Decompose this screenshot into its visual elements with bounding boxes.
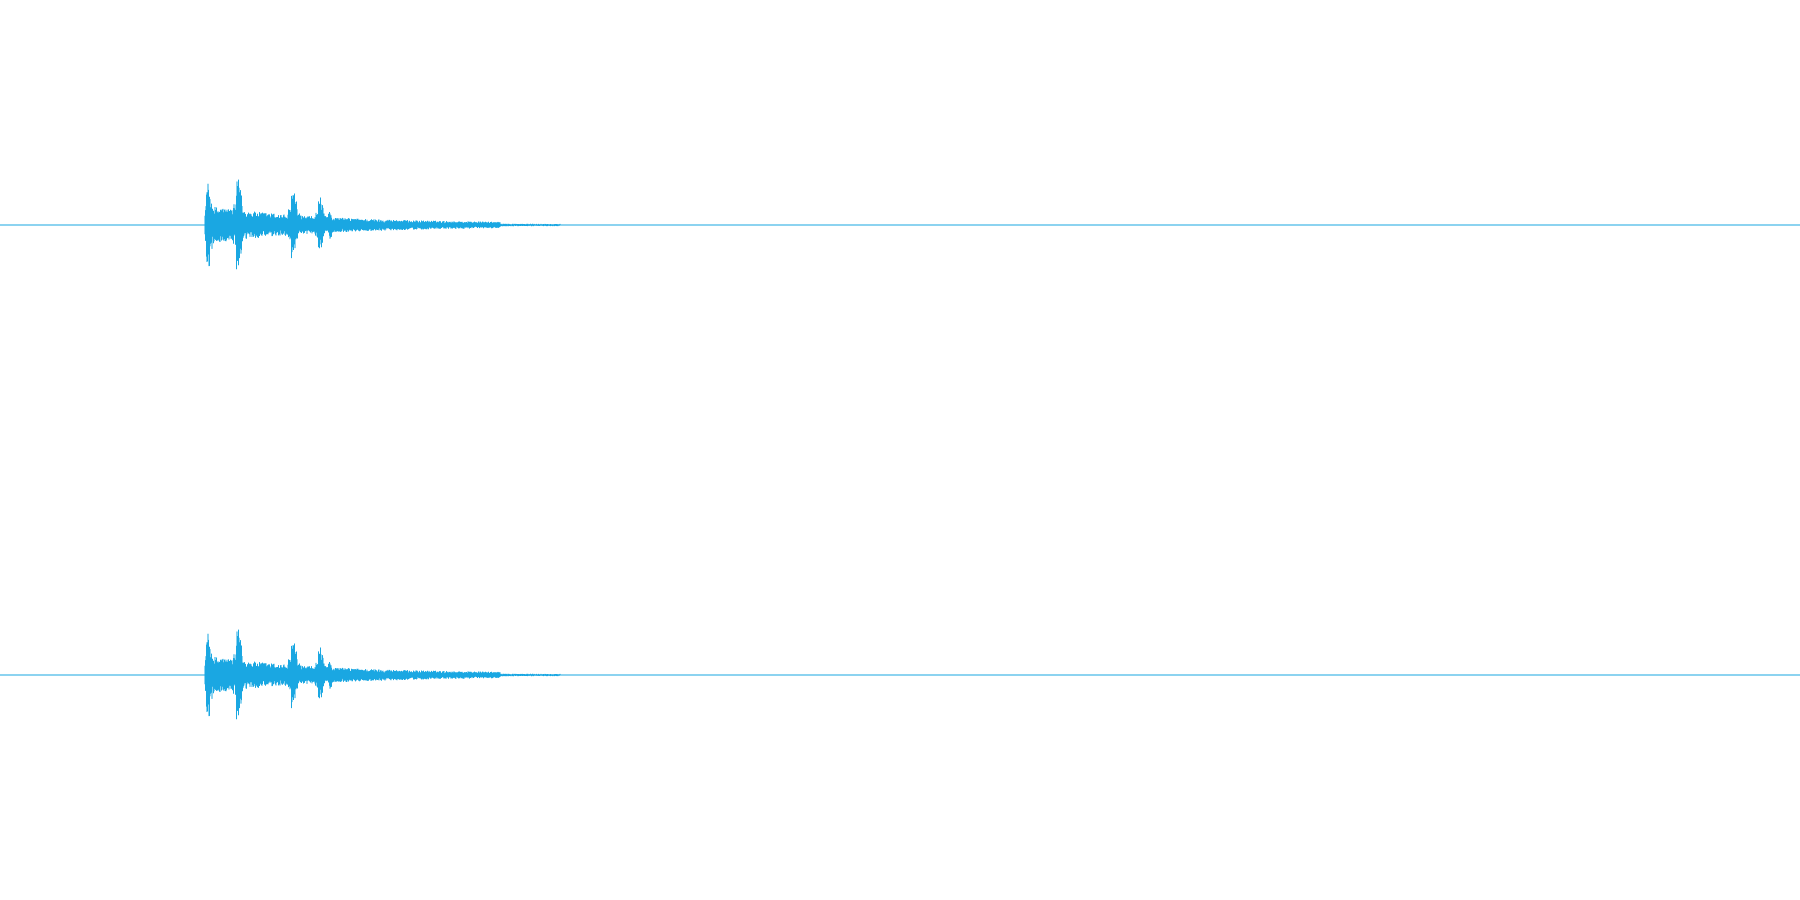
waveform-channel-1	[0, 179, 1800, 270]
waveform-channel-2	[0, 629, 1800, 720]
waveform-signal	[204, 179, 561, 270]
waveform-signal	[204, 629, 561, 720]
